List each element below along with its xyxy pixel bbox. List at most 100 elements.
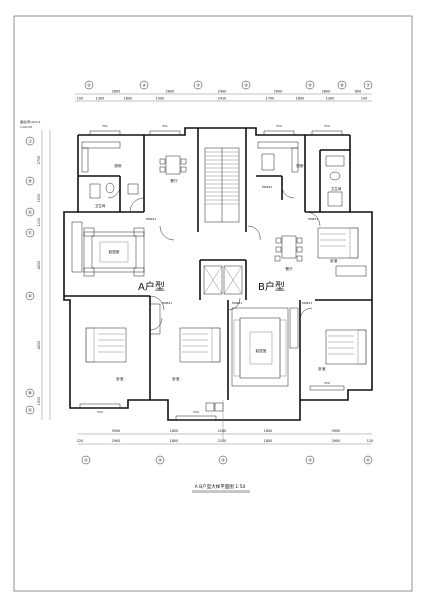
svg-text:1500: 1500: [37, 397, 41, 406]
svg-text:TC2: TC2: [275, 124, 282, 128]
axis-bubble-bottom: ④: [305, 455, 315, 465]
axis-bubble-top: ⑤: [305, 80, 315, 90]
svg-text:Ⓙ: Ⓙ: [28, 138, 32, 144]
elevator-shafts: [203, 265, 243, 295]
axis-bubble-left: Ⓙ: [25, 136, 35, 146]
sheet-border: [13, 15, 413, 592]
svg-text:2410: 2410: [218, 97, 227, 101]
axis-bubble-left: Ⓖ: [25, 207, 35, 217]
kitchen-counter-b: [257, 141, 299, 149]
living-sofa-a: [71, 221, 145, 277]
svg-text:4200: 4200: [37, 261, 41, 270]
svg-text:1800: 1800: [124, 97, 133, 101]
svg-text:⑦: ⑦: [366, 83, 370, 88]
svg-text:2600: 2600: [166, 90, 175, 94]
bottom-axis-row: ① ② ③ ④ ⑤: [81, 455, 373, 465]
wardrobe-b: [289, 307, 299, 349]
svg-text:Ⓖ: Ⓖ: [28, 209, 32, 215]
svg-text:120: 120: [77, 439, 83, 443]
svg-text:起居室: 起居室: [256, 348, 267, 353]
svg-text:Ⓓ: Ⓓ: [28, 293, 32, 299]
svg-text:Ⓑ: Ⓑ: [28, 390, 32, 396]
svg-text:M0821: M0821: [302, 301, 312, 305]
svg-text:餐厅: 餐厅: [285, 266, 293, 271]
axis-bubble-left: Ⓐ: [25, 405, 35, 415]
svg-text:③: ③: [221, 458, 225, 463]
svg-text:1300: 1300: [326, 97, 335, 101]
svg-text:2400: 2400: [218, 90, 227, 94]
svg-text:2800: 2800: [112, 90, 121, 94]
svg-text:3900: 3900: [112, 429, 121, 433]
svg-text:②: ②: [158, 458, 162, 463]
svg-text:M0921: M0921: [232, 301, 242, 305]
bed-b2: [325, 329, 367, 365]
svg-text:⑤: ⑤: [308, 83, 312, 88]
svg-text:TC1: TC1: [101, 124, 108, 128]
svg-text:①: ①: [84, 458, 88, 463]
svg-text:1100: 1100: [37, 218, 41, 227]
svg-text:卧室: 卧室: [116, 376, 124, 381]
svg-text:卧室: 卧室: [330, 258, 338, 263]
stair-core: [204, 147, 240, 223]
svg-text:3900: 3900: [332, 439, 341, 443]
svg-text:M0821: M0821: [162, 301, 172, 305]
axis-bubble-top: ②: [139, 80, 149, 90]
left-axis-column: Ⓙ Ⓗ Ⓖ Ⓔ Ⓓ Ⓑ Ⓐ: [25, 136, 35, 415]
svg-text:1300: 1300: [96, 97, 105, 101]
top-axis-row: ① ② ③ ④ ⑤ ⑥ ⑦: [84, 80, 373, 90]
left-dimension-labels: 2700 1200 1100 4200 4200 1500: [37, 156, 41, 406]
svg-text:④: ④: [244, 83, 248, 88]
windows-top: TC1 TC1 TC2 TC2: [89, 124, 343, 136]
svg-text:TC4: TC4: [192, 410, 199, 414]
drawing-title: A B户型大样平面图 1:50: [195, 483, 246, 490]
bath-fixtures-a: [89, 182, 139, 199]
svg-text:厨房: 厨房: [114, 163, 122, 168]
svg-text:2800: 2800: [322, 90, 331, 94]
building-walls: [63, 127, 373, 421]
bottom-dimension-labels: 3900 1800 2100 1800 3900 120 2900 1800 2…: [77, 429, 373, 443]
bed-a1: [85, 327, 127, 363]
axis-bubble-top: ①: [84, 80, 94, 90]
svg-text:TC1: TC1: [161, 124, 168, 128]
svg-text:1500: 1500: [156, 97, 165, 101]
svg-text:2900: 2900: [112, 439, 121, 443]
svg-text:120: 120: [367, 439, 373, 443]
svg-text:②: ②: [142, 83, 146, 88]
axis-bubble-left: Ⓑ: [25, 388, 35, 398]
door-swings: [107, 185, 321, 331]
bath-fixtures-b: [325, 155, 345, 207]
svg-text:M0921: M0921: [146, 217, 156, 221]
svg-text:卧室: 卧室: [172, 376, 180, 381]
living-sofa-b: [231, 307, 289, 387]
axis-bubble-left: Ⓓ: [25, 291, 35, 301]
svg-text:厨房: 厨房: [296, 163, 304, 168]
bed-a2: [179, 327, 221, 363]
axis-bubble-left: Ⓗ: [25, 176, 35, 186]
svg-text:起居室: 起居室: [109, 249, 120, 254]
svg-text:1800: 1800: [170, 439, 179, 443]
axis-bubble-top: ④: [241, 80, 251, 90]
room-labels: 厨房 餐厅 卫生间 起居室 卧室 卧室 厨房 餐厅 卫生间 起居室 卧室 卧室: [95, 163, 342, 381]
svg-text:③: ③: [196, 83, 200, 88]
svg-text:100: 100: [361, 97, 367, 101]
svg-text:卧室: 卧室: [318, 366, 326, 371]
svg-text:1700: 1700: [266, 97, 275, 101]
svg-text:1800: 1800: [170, 429, 179, 433]
svg-text:TC2: TC2: [323, 124, 330, 128]
windows-bottom: TC4 TC4 TC4: [79, 381, 345, 421]
axis-bubble-bottom: ⑤: [363, 455, 373, 465]
svg-text:④: ④: [308, 458, 312, 463]
svg-text:600: 600: [355, 90, 361, 94]
dining-table-b: [274, 235, 303, 262]
wardrobe-a: [149, 303, 161, 335]
axis-bubble-left: Ⓔ: [25, 228, 35, 238]
svg-text:2100: 2100: [218, 429, 227, 433]
dining-table-a: [159, 155, 187, 175]
svg-text:M0921: M0921: [262, 185, 272, 189]
top-dimension-labels: 2800 2600 2400 2600 2800 600 100 1300 18…: [77, 90, 367, 101]
svg-text:Ⓔ: Ⓔ: [28, 230, 32, 236]
note-left-2: 1:XX:XX: [20, 125, 32, 129]
svg-text:卫生间: 卫生间: [331, 186, 342, 191]
